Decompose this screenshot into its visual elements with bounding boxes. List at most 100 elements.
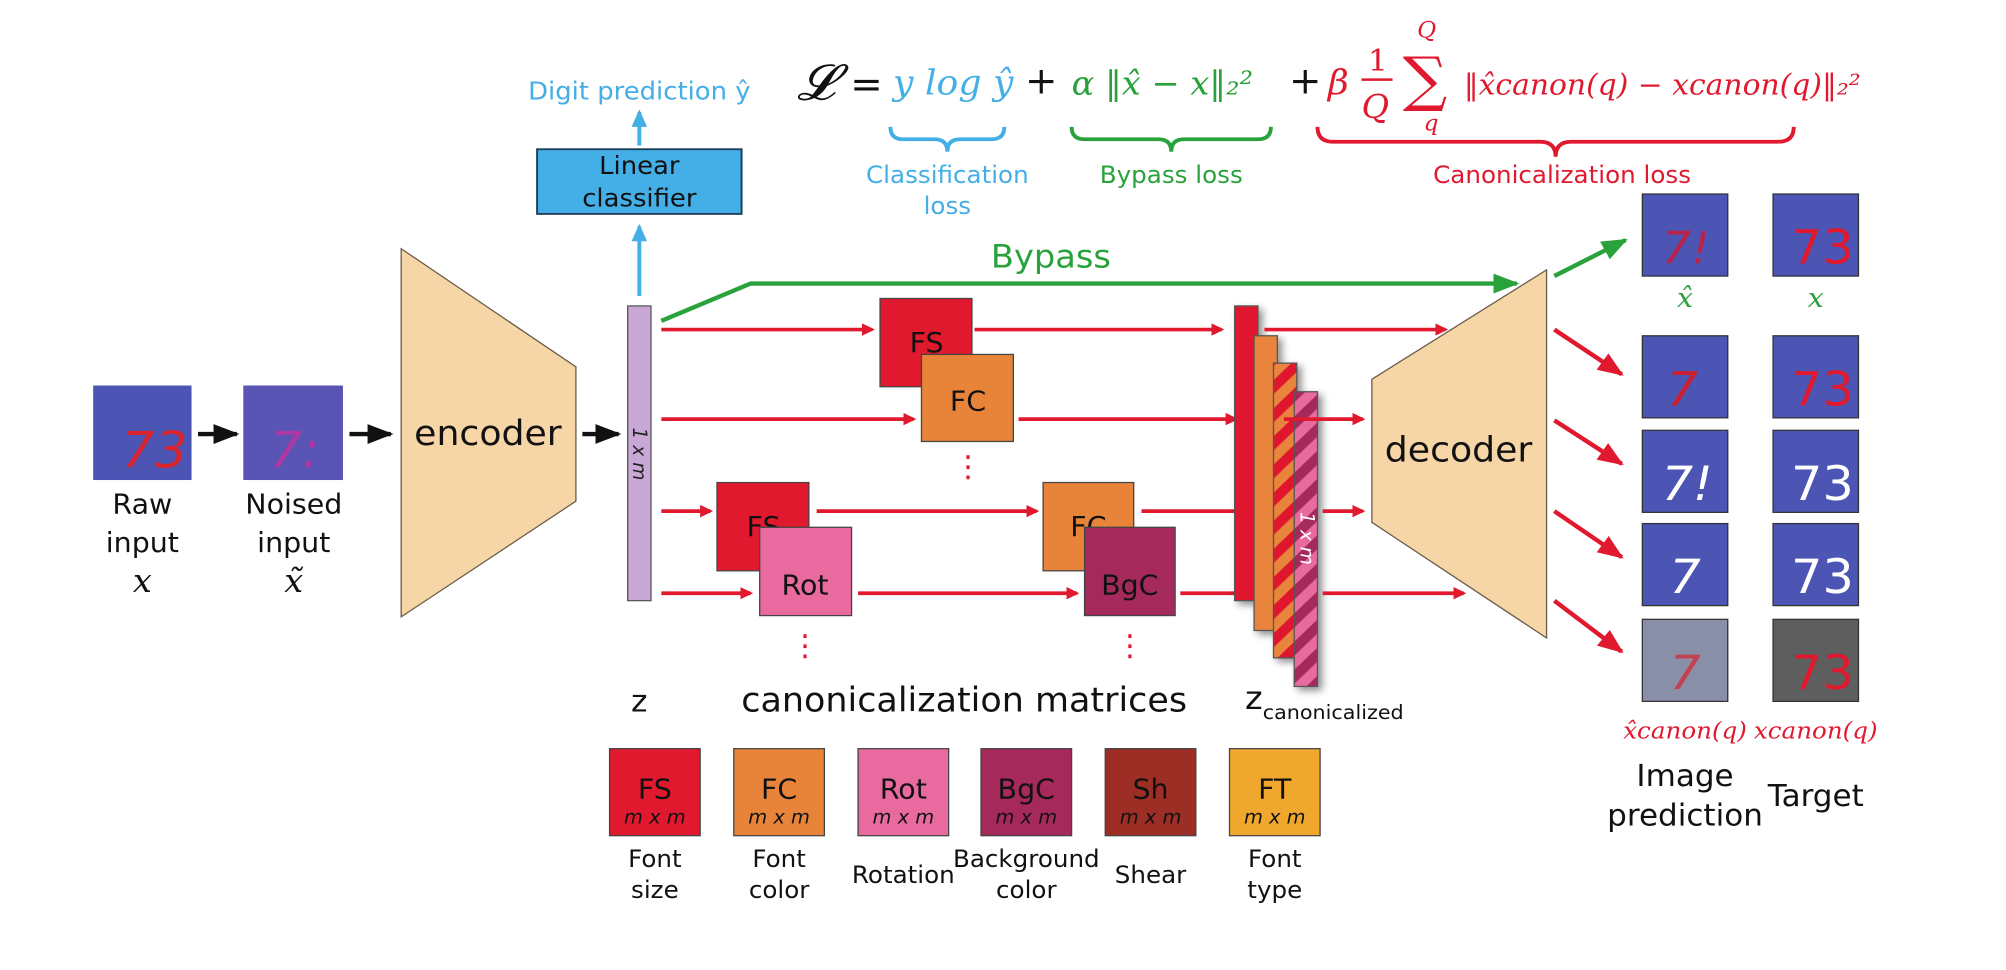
target-thumbnail-4: 73: [1772, 618, 1860, 703]
canon-body: ‖x̂canon(q) − xcanon(q)‖₂²: [1464, 68, 1861, 101]
digit-prediction-label: Digit prediction ŷ: [528, 76, 750, 105]
decoder-to-bypass-output-arrow: [1553, 238, 1628, 279]
legend-ft-dim: m x m: [1244, 807, 1306, 829]
linear-classifier-box: [536, 148, 743, 215]
legend-item-bgc: BgC m x m Background color: [953, 748, 1100, 904]
noised-input-symbol: x̃: [284, 562, 304, 600]
canon-beta: β: [1326, 63, 1349, 103]
loss-formula: 𝓛 = y log ŷ + α ‖x̂ − x‖₂² + β 1 Q Q ∑ q…: [797, 18, 1860, 220]
decoder-to-output-1-arrow: [1553, 327, 1624, 377]
decoder-to-output-4-arrow: [1552, 598, 1624, 654]
bgc-box: [1083, 526, 1176, 617]
decoder-to-output-3-arrow: [1553, 509, 1624, 559]
image-prediction-label-1: Image: [1636, 759, 1733, 793]
chain1-dots: ⋮: [953, 450, 984, 484]
canon-sum-top: Q: [1417, 18, 1436, 43]
loss-equals: =: [850, 63, 883, 106]
bgc-label: BgC: [1101, 569, 1158, 601]
z-canon-label: zcanonicalized: [1245, 678, 1404, 723]
image-prediction-label-2: prediction: [1607, 799, 1763, 833]
legend-ft-name-2: type: [1247, 876, 1302, 903]
target-digits-4: 73: [1791, 646, 1854, 701]
plus-2: +: [1289, 59, 1322, 102]
legend-item-rot: Rot m x m Rotation: [852, 748, 955, 889]
decoder-label: decoder: [1385, 430, 1533, 470]
canon-sum: ∑: [1403, 45, 1447, 115]
legend-rot-dim: m x m: [873, 807, 935, 829]
z-vector-label: 1 x m: [628, 427, 650, 480]
pred-digits-3: 7: [1670, 550, 1702, 605]
canonicalization-loss-label: Canonicalization loss: [1433, 161, 1691, 188]
canon-frac-top: 1: [1368, 44, 1388, 78]
legend-rot-abbr: Rot: [880, 773, 927, 805]
bypass-arrow: [660, 273, 1520, 323]
chain2-dots-2: ⋮: [1114, 629, 1145, 663]
legend-item-fc: FC m x m Font color: [733, 748, 826, 904]
legend-fc-dim: m x m: [748, 807, 810, 829]
legend-fs-name-2: size: [631, 876, 679, 903]
prediction-thumbnail-2: 7!: [1641, 429, 1729, 513]
pred-hat-label: x̂: [1677, 282, 1693, 314]
legend-fs-dim: m x m: [624, 807, 686, 829]
z-canon-vector-label: 1 x m: [1296, 512, 1318, 565]
legend-bgc-dim: m x m: [996, 807, 1058, 829]
fs1-label: FS: [910, 326, 944, 358]
rot-box: [759, 526, 853, 617]
legend-fs-abbr: FS: [638, 773, 672, 805]
prediction-thumbnail-bypass: 7!: [1641, 193, 1729, 277]
prediction-thumbnail-3: 7: [1641, 522, 1729, 607]
legend-sh-dim: m x m: [1120, 807, 1182, 829]
classification-loss-label-2: loss: [924, 192, 971, 219]
legend-rot-name-1: Rotation: [852, 861, 955, 888]
noised-input-thumbnail: 7:: [243, 385, 343, 481]
encoder-shape: [400, 247, 577, 619]
classification-loss-label-1: Classification: [866, 161, 1029, 188]
target-label: Target: [1767, 779, 1864, 813]
pred-digits-4: 7: [1670, 646, 1702, 701]
legend-bgc-name-2: color: [996, 876, 1057, 903]
legend-item-sh: Sh m x m Shear: [1104, 748, 1197, 889]
zc-layer-rot-bgc: [1293, 391, 1319, 688]
target-thumbnail-1: 73: [1772, 335, 1860, 419]
legend-sh-abbr: Sh: [1132, 773, 1168, 805]
pred-digits-2: 7!: [1662, 457, 1713, 512]
legend-ft-name-1: Font: [1248, 845, 1302, 872]
decoder-shape: [1371, 268, 1548, 640]
noised-input-label-1: Noised: [245, 488, 342, 520]
legend-fc-name-2: color: [749, 876, 810, 903]
target-digits-1: 73: [1791, 362, 1854, 417]
legend-ft-abbr: FT: [1258, 773, 1292, 805]
target-thumbnail-bypass: 73: [1772, 193, 1860, 277]
legend: FS m x m Font size FC m x m Font color R…: [608, 748, 1321, 904]
linear-classifier-label-2: classifier: [582, 183, 697, 212]
encoder-label: encoder: [414, 414, 562, 454]
prediction-thumbnail-4: 7: [1641, 618, 1729, 703]
canon-frac-bot: Q: [1361, 88, 1389, 126]
zc-layer-fs-fc: [1272, 362, 1298, 659]
bypass-term: α ‖x̂ − x‖₂²: [1072, 64, 1254, 102]
legend-bgc-name-1: Background: [953, 845, 1100, 872]
legend-fs-name-1: Font: [628, 845, 682, 872]
classification-brace: [888, 126, 1007, 152]
linear-classifier-label-1: Linear: [599, 151, 680, 180]
chain2-dots-1: ⋮: [789, 629, 820, 663]
raw-input-symbol: x: [133, 562, 152, 600]
fc1-label: FC: [950, 385, 986, 417]
legend-sh-name-1: Shear: [1115, 861, 1187, 888]
legend-fc-name-1: Font: [752, 845, 806, 872]
legend-item-fs: FS m x m Font size: [608, 748, 701, 904]
classification-term: y log ŷ: [891, 63, 1015, 103]
noised-input-label-2: input: [257, 527, 330, 559]
plus-1: +: [1025, 59, 1058, 102]
fc1-box: [920, 353, 1015, 443]
prediction-thumbnail-1: 7: [1641, 335, 1729, 419]
target-thumbnail-2: 73: [1772, 429, 1860, 513]
rot-label: Rot: [781, 569, 828, 601]
legend-bgc-abbr: BgC: [998, 773, 1055, 805]
pred-digits-0: 7!: [1662, 222, 1710, 274]
canonicalization-brace: [1315, 126, 1796, 157]
legend-item-ft: FT m x m Font type: [1228, 748, 1321, 904]
target-thumbnail-3: 73: [1772, 522, 1860, 607]
raw-input-thumbnail: 73: [93, 385, 192, 481]
